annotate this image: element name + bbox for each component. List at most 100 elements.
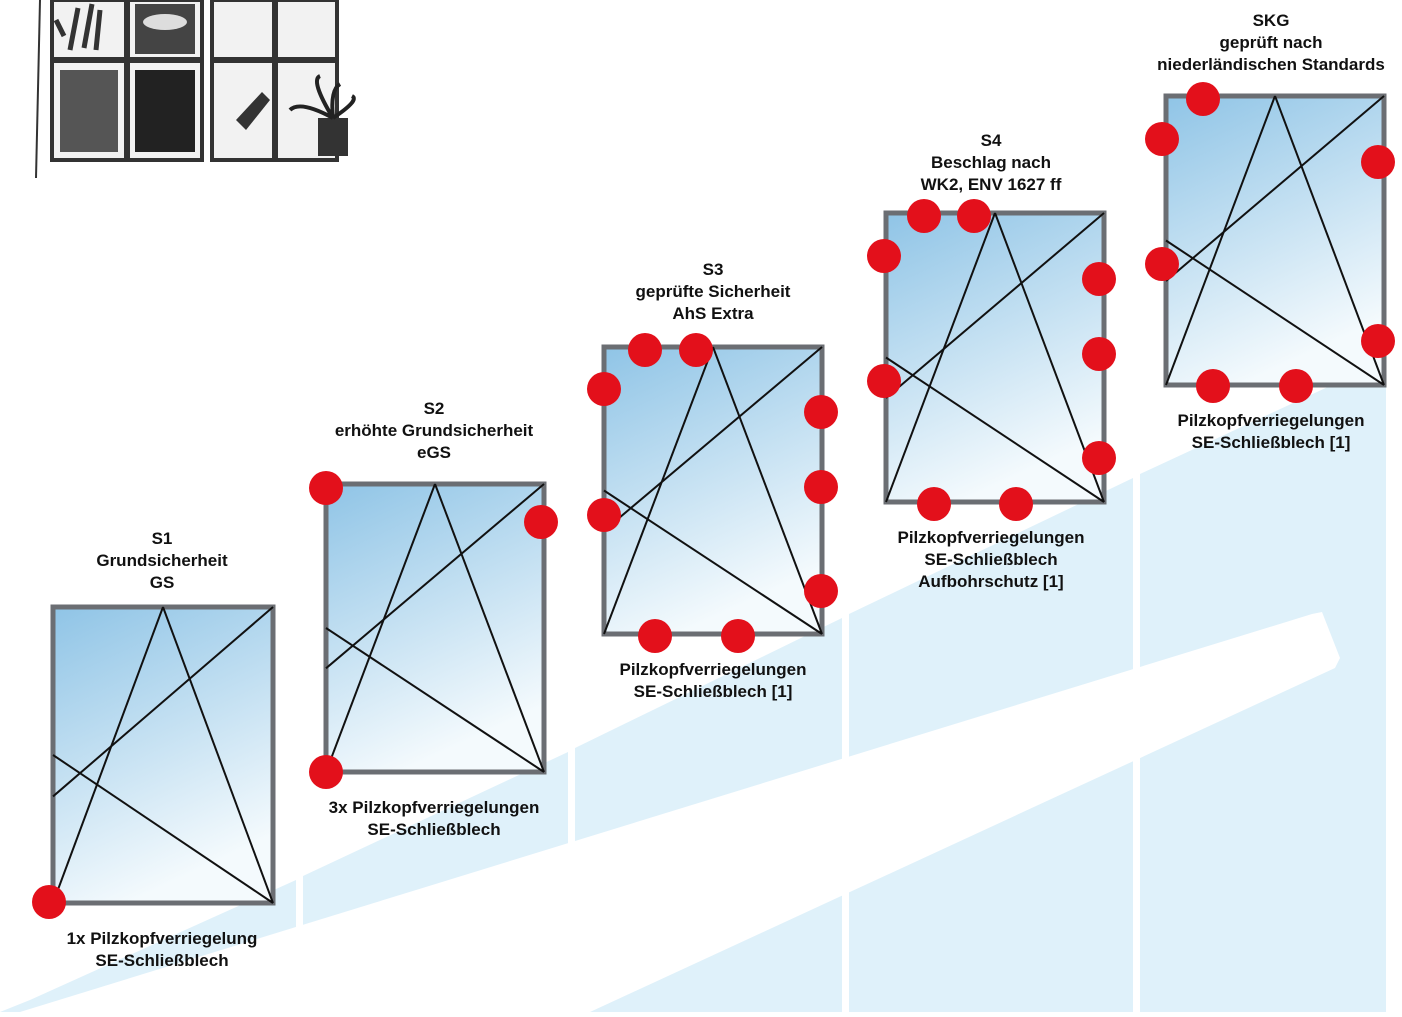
level-s2-desc-line: 3x Pilzkopfverriegelungen [328,798,540,817]
level-s3-title: S3 geprüfte Sicherheit AhS Extra [636,259,791,325]
window-frame [601,344,825,637]
level-s3-desc-line: SE-Schließblech [1] [633,682,793,701]
level-s2-description: 3x Pilzkopfverriegelungen SE-Schließblec… [329,797,540,841]
lock-point-dot [309,471,343,505]
level-s2-code: S2 [423,399,445,418]
opening-line [603,346,823,532]
opening-line [712,346,823,635]
lock-point-dot [867,239,901,273]
rising-arrow-shape [20,612,1340,1012]
lock-point-dot [1145,247,1179,281]
opening-line [1165,239,1385,386]
lock-point-dot [628,333,662,367]
level-s4-code: S4 [980,131,1002,150]
window-s1 [32,604,276,919]
level-skg-abbr: niederländischen Standards [1157,55,1385,74]
rising-arrow [20,612,1340,1012]
lock-point-dot [1361,324,1395,358]
lock-point-dot [1082,262,1116,296]
lock-point-dot [957,199,991,233]
level-skg-code: SKG [1252,11,1290,30]
level-s3-name: geprüfte Sicherheit [635,282,791,301]
level-s2-title: S2 erhöhte Grundsicherheit eGS [335,398,533,464]
opening-line [603,489,823,635]
lock-point-dot [1186,82,1220,116]
lock-point-dot [309,755,343,789]
opening-line [1165,95,1276,386]
lock-point-dot [804,395,838,429]
lock-point-dot [1082,337,1116,371]
lock-point-dot [32,885,66,919]
level-s4-desc-line: Pilzkopfverriegelungen [897,528,1085,547]
lock-point-dot [804,470,838,504]
level-s4-description: Pilzkopfverriegelungen SE-Schließblech A… [897,527,1084,593]
level-s3-abbr: AhS Extra [672,304,754,323]
opening-line [885,212,1105,399]
window-pane-dark [135,70,195,152]
level-s4-name: Beschlag nach [930,153,1051,172]
opening-line [325,627,545,773]
lock-point-dot [867,364,901,398]
lock-point-dot [1361,145,1395,179]
level-s4-desc-line: Aufbohrschutz [1] [918,572,1064,591]
window-s4 [867,199,1116,521]
level-s3-description: Pilzkopfverriegelungen SE-Schließblech [… [619,659,806,703]
window-frame [1163,93,1387,388]
level-skg-title: SKG geprüft nach niederländischen Standa… [1157,10,1385,76]
lock-point-dot [721,619,755,653]
opening-line [603,346,714,635]
level-s1-code: S1 [151,529,173,548]
lock-point-dot [679,333,713,367]
level-s1-desc-line: SE-Schließblech [95,951,229,970]
lock-point-dot [917,487,951,521]
flashlight-icon [236,92,270,130]
lock-point-dot [804,574,838,608]
opening-line [885,212,996,503]
opening-line [52,754,274,904]
window-s3 [587,333,838,653]
level-s3-desc-line: Pilzkopfverriegelungen [619,660,807,679]
opening-line [885,356,1105,503]
window-pane-dark [60,70,118,152]
plant-leaves-icon [288,74,356,120]
opening-line [325,483,545,670]
level-skg-description: Pilzkopfverriegelungen SE-Schließblech [… [1177,410,1364,454]
lock-point-dot [999,487,1033,521]
illustration-wall-line [35,0,41,179]
window-frame [50,604,276,906]
lock-point-dot [587,498,621,532]
opening-line [325,483,436,773]
level-skg-name: geprüft nach [1219,33,1323,52]
opening-line [52,606,274,798]
level-s1-abbr: GS [149,573,175,592]
level-s1-title: S1 Grundsicherheit GS [96,528,227,594]
level-s2-abbr: eGS [416,443,452,462]
opening-line [1165,95,1385,282]
lock-point-dot [638,619,672,653]
lock-point-dot [1196,369,1230,403]
lock-point-dot [1279,369,1313,403]
level-s1-name: Grundsicherheit [96,551,228,570]
burglar-eyes-slit [143,14,187,30]
level-s4-desc-line: SE-Schließblech [924,550,1058,569]
level-skg-desc-line: Pilzkopfverriegelungen [1177,411,1365,430]
window-s2 [309,471,558,789]
level-s4-title: S4 Beschlag nach WK2, ENV 1627 ff [921,130,1062,196]
opening-line [434,483,545,773]
level-s1-description: 1x Pilzkopfverriegelung SE-Schließblech [67,928,258,972]
windows-group [32,82,1395,919]
opening-line [162,606,274,904]
level-s1-desc-line: 1x Pilzkopfverriegelung [66,929,258,948]
burglar-at-window-illustration [35,0,356,179]
burglar-hand-icon [53,3,103,51]
window-frame [883,210,1107,505]
level-s2-name: erhöhte Grundsicherheit [334,421,534,440]
lock-point-dot [524,505,558,539]
window-skg [1145,82,1395,403]
level-s2-desc-line: SE-Schließblech [367,820,501,839]
opening-line [52,606,164,904]
plant-pot-icon [318,118,348,156]
level-s3-code: S3 [702,260,724,279]
